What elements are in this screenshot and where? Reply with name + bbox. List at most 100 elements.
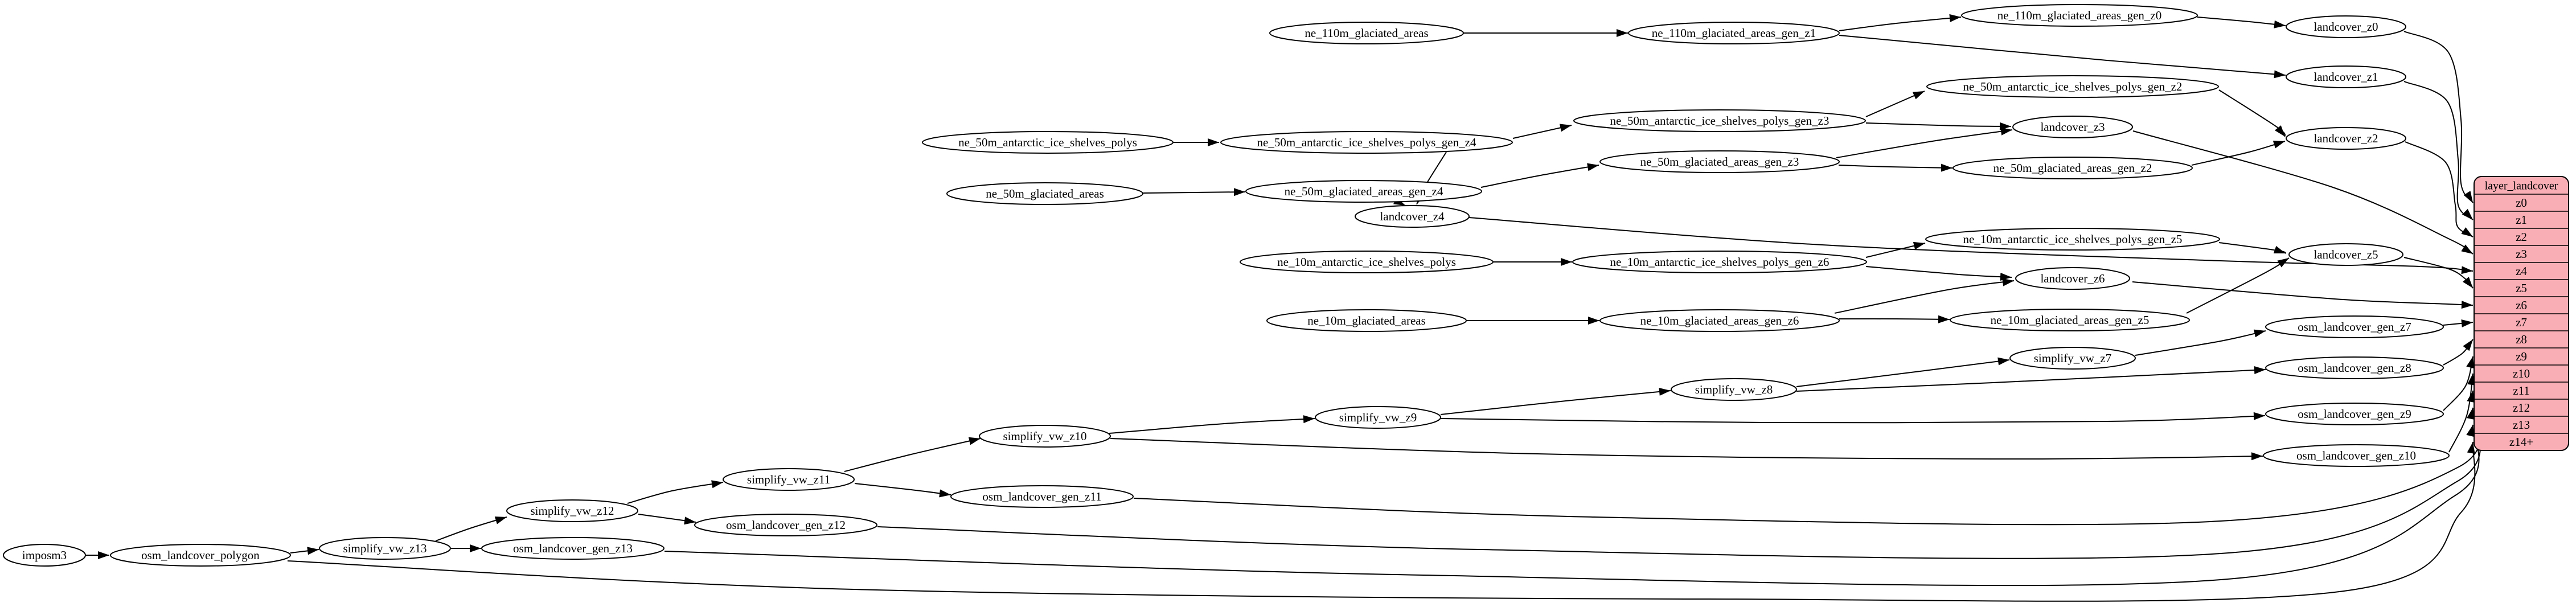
- node-label-ne_50m_antarctic_ice_shelves_polys_gen_z4: ne_50m_antarctic_ice_shelves_polys_gen_z…: [1257, 136, 1476, 149]
- edge-ne_50m_antarctic_ice_shelves_polys_gen_z3-to-ne_50m_antarctic_ice_shelves_polys_gen_z2: [1865, 91, 1925, 117]
- node-label-ne_110m_glaciated_areas_gen_z1: ne_110m_glaciated_areas_gen_z1: [1652, 26, 1816, 40]
- node-ne_10m_antarctic_ice_shelves_polys_gen_z5: ne_10m_antarctic_ice_shelves_polys_gen_z…: [1925, 228, 2220, 251]
- node-ellipse-simplify_vw_z7: [2009, 347, 2136, 370]
- node-label-ne_50m_glaciated_areas_gen_z2: ne_50m_glaciated_areas_gen_z2: [1993, 161, 2152, 175]
- node-label-osm_landcover_gen_z8: osm_landcover_gen_z8: [2298, 361, 2411, 375]
- node-label-landcover_z3: landcover_z3: [2040, 120, 2105, 134]
- table-row-z2: z2: [2516, 230, 2527, 244]
- node-ne_110m_glaciated_areas_gen_z0: ne_110m_glaciated_areas_gen_z0: [1961, 4, 2198, 27]
- table-row-z13: z13: [2513, 418, 2530, 432]
- node-ellipse-landcover_z5: [2288, 243, 2403, 266]
- node-ne_50m_glaciated_areas: ne_50m_glaciated_areas: [946, 182, 1143, 205]
- node-ellipse-ne_10m_glaciated_areas_gen_z5: [1950, 309, 2190, 331]
- node-ellipse-osm_landcover_gen_z9: [2265, 403, 2444, 425]
- node-label-ne_110m_glaciated_areas: ne_110m_glaciated_areas: [1305, 26, 1428, 40]
- edge-ne_110m_glaciated_areas_gen_z1-to-ne_110m_glaciated_areas_gen_z0: [1839, 14, 1962, 31]
- node-ellipse-landcover_z3: [2012, 116, 2133, 138]
- table-row-z5: z5: [2516, 281, 2527, 295]
- node-osm_landcover_gen_z7: osm_landcover_gen_z7: [2265, 315, 2444, 338]
- edge-landcover_z4-to-layer_landcover_z4: [1469, 217, 2474, 274]
- node-simplify_vw_z11: simplify_vw_z11: [723, 468, 855, 491]
- edge-osm_landcover_gen_z13-to-layer_landcover_z13: [664, 424, 2480, 587]
- node-label-osm_landcover_gen_z9: osm_landcover_gen_z9: [2298, 407, 2411, 421]
- node-ne_10m_glaciated_areas: ne_10m_glaciated_areas: [1266, 309, 1467, 332]
- edge-ne_110m_glaciated_areas_gen_z1-to-landcover_z1: [1839, 35, 2286, 79]
- node-ellipse-landcover_z0: [2286, 15, 2406, 38]
- node-ellipse-osm_landcover_gen_z13: [481, 537, 664, 560]
- node-ne_110m_glaciated_areas_gen_z1: ne_110m_glaciated_areas_gen_z1: [1628, 22, 1840, 44]
- node-label-osm_landcover_gen_z11: osm_landcover_gen_z11: [982, 490, 1101, 503]
- node-label-landcover_z0: landcover_z0: [2314, 20, 2378, 34]
- node-simplify_vw_z8: simplify_vw_z8: [1671, 378, 1797, 401]
- node-label-simplify_vw_z8: simplify_vw_z8: [1695, 383, 1773, 396]
- node-ne_10m_antarctic_ice_shelves_polys_gen_z6: ne_10m_antarctic_ice_shelves_polys_gen_z…: [1572, 251, 1867, 273]
- node-label-ne_10m_antarctic_ice_shelves_polys_gen_z6: ne_10m_antarctic_ice_shelves_polys_gen_z…: [1610, 255, 1830, 269]
- node-ellipse-osm_landcover_polygon: [110, 544, 291, 567]
- node-label-simplify_vw_z9: simplify_vw_z9: [1339, 411, 1417, 424]
- edge-ne_10m_antarctic_ice_shelves_polys_gen_z6-to-ne_10m_antarctic_ice_shelves_polys_gen_z5: [1865, 241, 1926, 258]
- node-ne_10m_glaciated_areas_gen_z5: ne_10m_glaciated_areas_gen_z5: [1950, 309, 2190, 331]
- node-simplify_vw_z12: simplify_vw_z12: [506, 499, 638, 522]
- node-label-ne_10m_antarctic_ice_shelves_polys_gen_z5: ne_10m_antarctic_ice_shelves_polys_gen_z…: [1963, 232, 2183, 246]
- edge-ne_10m_glaciated_areas_gen_z6-to-landcover_z6: [1834, 278, 2015, 314]
- node-ne_50m_antarctic_ice_shelves_polys: ne_50m_antarctic_ice_shelves_polys: [922, 131, 1174, 154]
- table-layer_landcover: layer_landcoverz0z1z2z3z4z5z6z7z8z9z10z1…: [2474, 176, 2569, 451]
- edge-simplify_vw_z12-to-simplify_vw_z11: [627, 480, 724, 504]
- node-landcover_z6: landcover_z6: [2015, 267, 2130, 290]
- node-ne_110m_glaciated_areas: ne_110m_glaciated_areas: [1269, 22, 1464, 44]
- node-ellipse-osm_landcover_gen_z12: [694, 514, 877, 536]
- node-ellipse-landcover_z6: [2015, 267, 2130, 290]
- edge-ne_10m_antarctic_ice_shelves_polys_gen_z6-to-landcover_z6: [1865, 266, 2012, 281]
- node-label-simplify_vw_z11: simplify_vw_z11: [747, 473, 830, 486]
- edge-simplify_vw_z9-to-simplify_vw_z8: [1440, 387, 1671, 415]
- node-ellipse-osm_landcover_gen_z10: [2263, 444, 2450, 467]
- node-label-osm_landcover_gen_z12: osm_landcover_gen_z12: [726, 518, 846, 532]
- node-ellipse-ne_10m_glaciated_areas_gen_z6: [1599, 309, 1840, 332]
- node-ne_50m_antarctic_ice_shelves_polys_gen_z4: ne_50m_antarctic_ice_shelves_polys_gen_z…: [1220, 131, 1513, 154]
- node-label-landcover_z2: landcover_z2: [2314, 132, 2378, 145]
- table-row-z0: z0: [2516, 196, 2527, 210]
- node-ellipse-ne_50m_antarctic_ice_shelves_polys_gen_z3: [1573, 109, 1866, 132]
- node-ellipse-ne_50m_antarctic_ice_shelves_polys: [922, 131, 1174, 154]
- edge-ne_50m_antarctic_ice_shelves_polys_gen_z4-to-ne_50m_antarctic_ice_shelves_polys_gen_z3: [1512, 124, 1572, 139]
- edge-simplify_vw_z9-to-osm_landcover_gen_z9: [1440, 412, 2266, 424]
- node-label-ne_50m_glaciated_areas: ne_50m_glaciated_areas: [986, 187, 1104, 200]
- node-ellipse-ne_50m_antarctic_ice_shelves_polys_gen_z2: [1926, 75, 2219, 98]
- node-label-ne_10m_glaciated_areas: ne_10m_glaciated_areas: [1307, 314, 1426, 327]
- node-ellipse-simplify_vw_z13: [319, 537, 451, 560]
- node-ellipse-ne_50m_glaciated_areas_gen_z3: [1599, 150, 1840, 173]
- node-ellipse-osm_landcover_gen_z11: [950, 485, 1134, 508]
- edge-landcover_z0-to-layer_landcover_z0: [2403, 31, 2474, 203]
- node-label-landcover_z4: landcover_z4: [1380, 210, 1445, 223]
- node-label-ne_50m_glaciated_areas_gen_z3: ne_50m_glaciated_areas_gen_z3: [1640, 155, 1799, 169]
- node-imposm3: imposm3: [3, 544, 86, 567]
- table-row-z3: z3: [2516, 247, 2527, 261]
- node-label-imposm3: imposm3: [22, 548, 67, 562]
- edge-simplify_vw_z7-to-osm_landcover_gen_z7: [2135, 329, 2266, 356]
- node-landcover_z5: landcover_z5: [2288, 243, 2403, 266]
- node-ellipse-landcover_z1: [2286, 65, 2406, 88]
- edge-osm_landcover_gen_z7-to-layer_landcover_z7: [2443, 319, 2474, 327]
- node-label-osm_landcover_polygon: osm_landcover_polygon: [141, 548, 260, 562]
- node-ellipse-simplify_vw_z8: [1671, 378, 1797, 401]
- node-osm_landcover_gen_z10: osm_landcover_gen_z10: [2263, 444, 2450, 467]
- node-ellipse-ne_10m_antarctic_ice_shelves_polys_gen_z5: [1925, 228, 2220, 251]
- edge-simplify_vw_z10-to-simplify_vw_z9: [1109, 415, 1315, 434]
- node-ellipse-ne_110m_glaciated_areas_gen_z1: [1628, 22, 1840, 44]
- node-simplify_vw_z7: simplify_vw_z7: [2009, 347, 2136, 370]
- node-ne_50m_glaciated_areas_gen_z2: ne_50m_glaciated_areas_gen_z2: [1952, 157, 2193, 179]
- node-ne_50m_antarctic_ice_shelves_polys_gen_z2: ne_50m_antarctic_ice_shelves_polys_gen_z…: [1926, 75, 2219, 98]
- node-label-ne_50m_glaciated_areas_gen_z4: ne_50m_glaciated_areas_gen_z4: [1285, 184, 1443, 198]
- node-ellipse-imposm3: [3, 544, 86, 567]
- edge-ne_50m_glaciated_areas_gen_z4-to-ne_50m_glaciated_areas_gen_z3: [1480, 163, 1599, 188]
- edge-osm_landcover_polygon-to-simplify_vw_z13: [290, 547, 319, 555]
- edge-ne_50m_antarctic_ice_shelves_polys_gen_z2-to-landcover_z2: [2218, 89, 2286, 137]
- edge-ne_50m_glaciated_areas_gen_z3-to-ne_50m_glaciated_areas_gen_z2: [1838, 163, 1953, 172]
- node-ne_50m_glaciated_areas_gen_z4: ne_50m_glaciated_areas_gen_z4: [1245, 180, 1482, 203]
- node-ellipse-ne_10m_antarctic_ice_shelves_polys_gen_z6: [1572, 251, 1867, 273]
- node-label-ne_10m_antarctic_ice_shelves_polys: ne_10m_antarctic_ice_shelves_polys: [1277, 255, 1456, 269]
- node-ne_50m_glaciated_areas_gen_z3: ne_50m_glaciated_areas_gen_z3: [1599, 150, 1840, 173]
- node-landcover_z1: landcover_z1: [2286, 65, 2406, 88]
- node-ellipse-ne_50m_glaciated_areas: [946, 182, 1143, 205]
- node-label-osm_landcover_gen_z13: osm_landcover_gen_z13: [513, 542, 633, 555]
